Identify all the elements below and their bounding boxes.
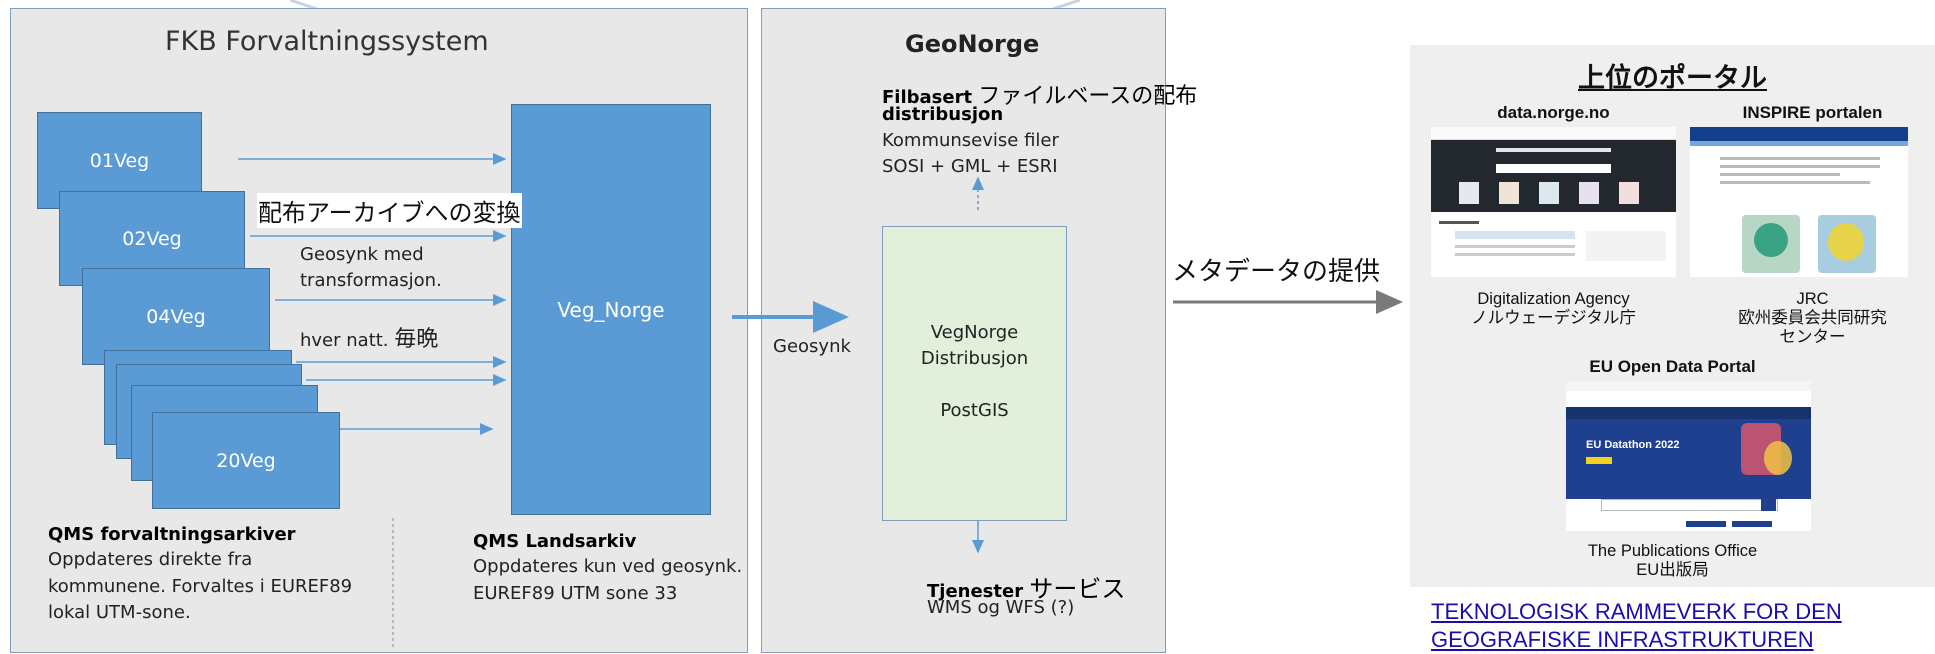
- fkb-arrows: [238, 153, 507, 647]
- jrc-jp-1: 欧州委員会共同研究: [1738, 309, 1887, 327]
- pub-office-caption: The Publications Office EU出版局: [1410, 542, 1935, 580]
- veg-box-20: 20Veg: [152, 412, 340, 509]
- inspire-heading: INSPIRE portalen: [1742, 103, 1883, 122]
- eu-portal-screenshot[interactable]: EU Datathon 2022: [1566, 381, 1811, 531]
- fkb-title: FKB Forvaltningssystem: [165, 26, 489, 57]
- portals-title: 上位のポータル: [1578, 63, 1767, 93]
- jrc-name: JRC: [1796, 290, 1829, 308]
- filbasert-text: Filbasert: [882, 87, 973, 108]
- geosynk-transform-line1: Geosynk med: [300, 244, 424, 265]
- veg-box-04: 04Veg: [82, 268, 270, 365]
- nightly-label: hver natt. 毎晩: [300, 321, 438, 353]
- db-line1: VegNorge: [930, 322, 1019, 343]
- nightly-text: hver natt.: [300, 330, 389, 351]
- pub-office-name: The Publications Office: [1587, 542, 1758, 560]
- digitalization-name: Digitalization Agency: [1477, 290, 1630, 308]
- veg-norge-box: Veg_Norge: [511, 104, 711, 515]
- jrc-caption: JRC 欧州委員会共同研究 センター: [1690, 290, 1935, 347]
- tjenester-jp: サービス: [1029, 575, 1126, 603]
- qms-land-title: QMS Landsarkiv: [473, 531, 637, 552]
- inspire-screenshot[interactable]: [1690, 127, 1908, 277]
- link-line1: TEKNOLOGISK RAMMEVERK FOR DEN: [1431, 599, 1842, 624]
- filbasert-line1: Filbasert ファイルベースの配布: [882, 78, 1197, 110]
- filer-line2: SOSI + GML + ESRI: [882, 156, 1058, 177]
- filbasert-jp: ファイルベースの配布: [978, 84, 1198, 109]
- data-norge-heading: data.norge.no: [1497, 103, 1610, 122]
- geosynk-transform-line2: transformasjon.: [300, 270, 442, 291]
- data-norge-screenshot[interactable]: [1431, 127, 1676, 277]
- digitalization-caption: Digitalization Agency ノルウェーデジタル庁: [1431, 290, 1676, 328]
- vegnorge-db-box: [882, 226, 1067, 521]
- metadata-label: メタデータの提供: [1172, 257, 1381, 287]
- qms-land-line2: EUREF89 UTM sone 33: [473, 583, 678, 604]
- digitalization-jp: ノルウェーデジタル庁: [1471, 309, 1636, 327]
- teknologisk-rammeverk-link[interactable]: TEKNOLOGISK RAMMEVERK FOR DEN GEOGRAFISK…: [1431, 598, 1842, 654]
- transform-label-jp: 配布アーカイブへの変換: [257, 193, 522, 228]
- nightly-jp: 毎晩: [394, 327, 439, 352]
- eu-thumb-title: EU Datathon 2022: [1586, 439, 1680, 451]
- tjenester-text: Tjenester: [927, 581, 1024, 602]
- qms-forv-line2: kommunene. Forvaltes i EUREF89: [48, 576, 353, 597]
- tjenester-line: Tjenester サービス: [927, 569, 1125, 604]
- pub-office-jp: EU出版局: [1636, 561, 1709, 579]
- db-line2: Distribusjon: [920, 348, 1029, 369]
- filer-line1: Kommunsevise filer: [882, 130, 1059, 151]
- qms-forv-title: QMS forvaltningsarkiver: [48, 524, 296, 545]
- qms-forv-line1: Oppdateres direkte fra: [48, 549, 253, 570]
- link-line2: GEOGRAFISKE INFRASTRUKTUREN: [1431, 627, 1814, 652]
- eu-portal-heading: EU Open Data Portal: [1589, 357, 1756, 376]
- filbasert-line2: distribusjon: [882, 104, 1004, 125]
- qms-forv-line3: lokal UTM-sone.: [48, 602, 191, 623]
- geonorge-title: GeoNorge: [905, 30, 1040, 58]
- db-line4: PostGIS: [940, 400, 1009, 421]
- qms-land-line1: Oppdateres kun ved geosynk.: [473, 556, 743, 577]
- services-text: WMS og WFS (?): [927, 597, 1075, 618]
- jrc-jp-2: センター: [1779, 328, 1846, 346]
- geosynk-label: Geosynk: [773, 336, 851, 357]
